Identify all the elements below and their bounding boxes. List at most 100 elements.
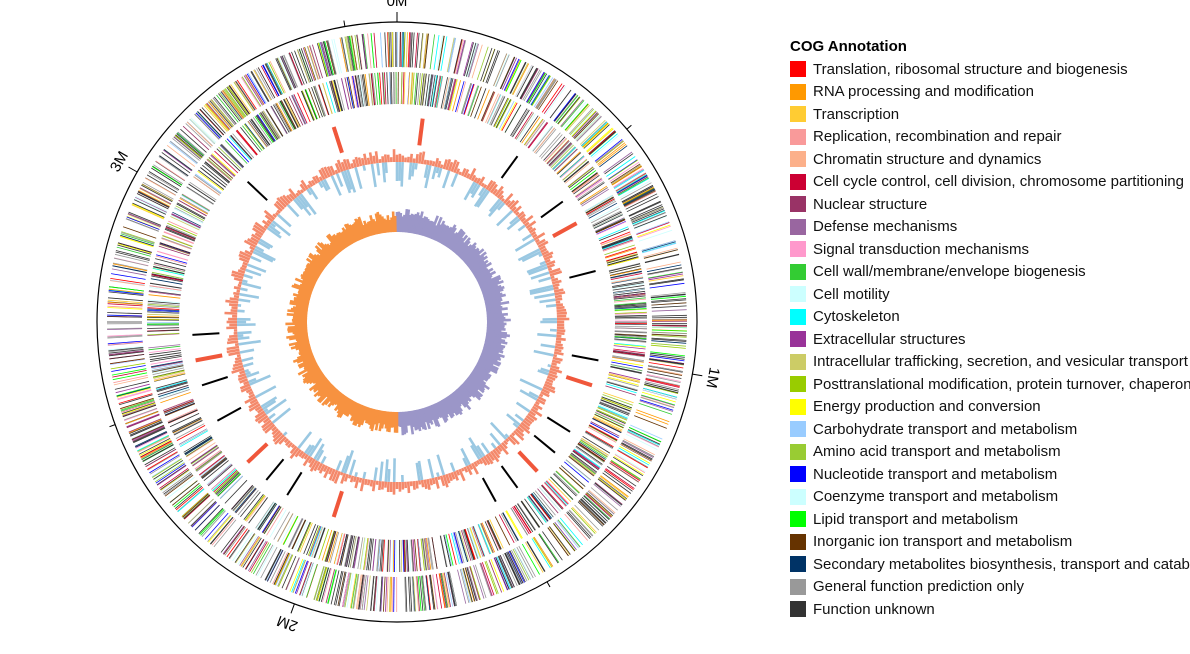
- gc-content-bar: [423, 159, 427, 165]
- cog-gene-mark: [586, 127, 613, 152]
- legend-label: RNA processing and modification: [813, 83, 1034, 101]
- cog-gene-mark: [359, 574, 366, 610]
- gc-skew-bar: [292, 330, 308, 335]
- cog-gene-mark: [572, 449, 600, 470]
- gc-skew-bar: [468, 375, 486, 389]
- cog-gene-mark: [107, 327, 143, 330]
- cog-gene-mark: [530, 74, 550, 106]
- cog-gene-mark: [495, 557, 510, 590]
- cog-gene-mark: [562, 158, 587, 181]
- gc-skew-bar: [329, 241, 341, 254]
- rna-mark: [417, 118, 425, 146]
- gc-skew-bar: [286, 333, 309, 339]
- cog-gene-mark: [169, 141, 198, 165]
- gc-skew-bar: [425, 220, 434, 238]
- cog-gene-mark: [565, 103, 589, 131]
- cog-gene-mark: [634, 215, 667, 229]
- cog-gene-mark: [250, 542, 270, 574]
- cog-gene-mark: [581, 121, 608, 147]
- cog-gene-mark: [568, 168, 595, 189]
- cog-gene-mark: [549, 526, 571, 555]
- cog-gene-mark: [531, 75, 551, 106]
- cog-gene-mark: [147, 299, 180, 304]
- gc-content-bar: [251, 233, 261, 241]
- cog-gene-mark: [414, 32, 418, 68]
- gc-skew-bar: [368, 220, 375, 236]
- cog-gene-mark: [464, 567, 475, 602]
- gc-skew-bar: [431, 404, 440, 420]
- gc-skew-bar: [383, 411, 388, 425]
- scale-tick: [290, 603, 295, 614]
- cog-gene-mark: [467, 85, 480, 117]
- cog-gene-mark: [486, 520, 501, 551]
- cog-gene-mark: [602, 237, 633, 250]
- gc-skew-bar: [316, 248, 331, 263]
- cog-gene-mark: [283, 54, 298, 88]
- cog-gene-mark: [195, 173, 222, 194]
- cog-gene-mark: [150, 356, 182, 362]
- cog-gene-mark: [146, 324, 180, 327]
- cog-gene-mark: [435, 76, 443, 108]
- gc-content-bar: [556, 331, 565, 335]
- cog-gene-mark: [236, 130, 258, 156]
- cog-gene-mark: [208, 157, 234, 179]
- gc-skew-bar: [368, 408, 375, 426]
- gc-dip-bar: [534, 292, 555, 300]
- cog-gene-mark: [300, 562, 313, 596]
- cog-gene-mark: [621, 442, 653, 460]
- cog-gene-mark: [109, 354, 145, 360]
- gc-content-bar: [340, 472, 347, 484]
- cog-gene-mark: [630, 205, 664, 221]
- cog-track-reverse: [146, 71, 648, 573]
- cog-gene-mark: [592, 417, 622, 433]
- legend-label: Function unknown: [813, 600, 935, 618]
- cog-gene-mark: [138, 438, 171, 455]
- cog-gene-mark: [152, 367, 184, 375]
- gc-content-bar: [515, 211, 520, 216]
- cog-gene-mark: [649, 358, 684, 365]
- gc-skew-bar: [469, 255, 488, 271]
- cog-gene-mark: [484, 561, 498, 595]
- gc-skew-bar: [304, 367, 321, 379]
- gc-skew-bar: [467, 376, 486, 392]
- cog-gene-mark: [517, 113, 536, 141]
- gc-skew-bar: [455, 237, 471, 255]
- cog-gene-mark: [480, 91, 494, 122]
- cog-gene-mark: [649, 359, 684, 365]
- cog-gene-mark: [556, 151, 581, 174]
- cog-gene-mark: [405, 576, 408, 612]
- cog-gene-mark: [642, 242, 677, 253]
- cog-gene-mark: [490, 558, 505, 592]
- gc-content-bar: [322, 465, 329, 473]
- gc-dip-bar: [373, 467, 378, 481]
- cog-gene-mark: [581, 437, 609, 456]
- gc-skew-bar: [297, 292, 311, 299]
- gc-content-bar: [234, 359, 243, 364]
- cog-gene-mark: [344, 535, 352, 567]
- cog-gene-mark: [593, 214, 623, 229]
- gc-content-bar: [555, 300, 561, 304]
- cog-gene-mark: [172, 418, 202, 434]
- cog-gene-mark: [373, 32, 378, 68]
- gc-skew-bar: [422, 218, 430, 237]
- cog-gene-mark: [425, 575, 431, 611]
- cog-gene-mark: [264, 548, 282, 581]
- cog-gene-mark: [644, 381, 680, 390]
- cog-gene-mark: [600, 233, 631, 246]
- gc-content-bar: [246, 238, 258, 246]
- gc-content-bar: [478, 176, 486, 186]
- cog-gene-mark: [566, 104, 590, 132]
- cog-gene-mark: [194, 174, 221, 195]
- gc-content-bar: [552, 356, 563, 362]
- gc-dip-bar: [282, 431, 288, 437]
- cog-gene-mark: [380, 32, 383, 68]
- cog-gene-mark: [564, 461, 590, 483]
- cog-gene-mark: [139, 188, 171, 205]
- cog-gene-mark: [584, 432, 613, 449]
- cog-gene-mark: [151, 457, 182, 478]
- cog-gene-mark: [119, 235, 154, 247]
- cog-gene-mark: [647, 368, 683, 376]
- cog-gene-mark: [429, 74, 436, 107]
- cog-gene-mark: [584, 194, 613, 212]
- gc-skew-bar: [325, 234, 342, 253]
